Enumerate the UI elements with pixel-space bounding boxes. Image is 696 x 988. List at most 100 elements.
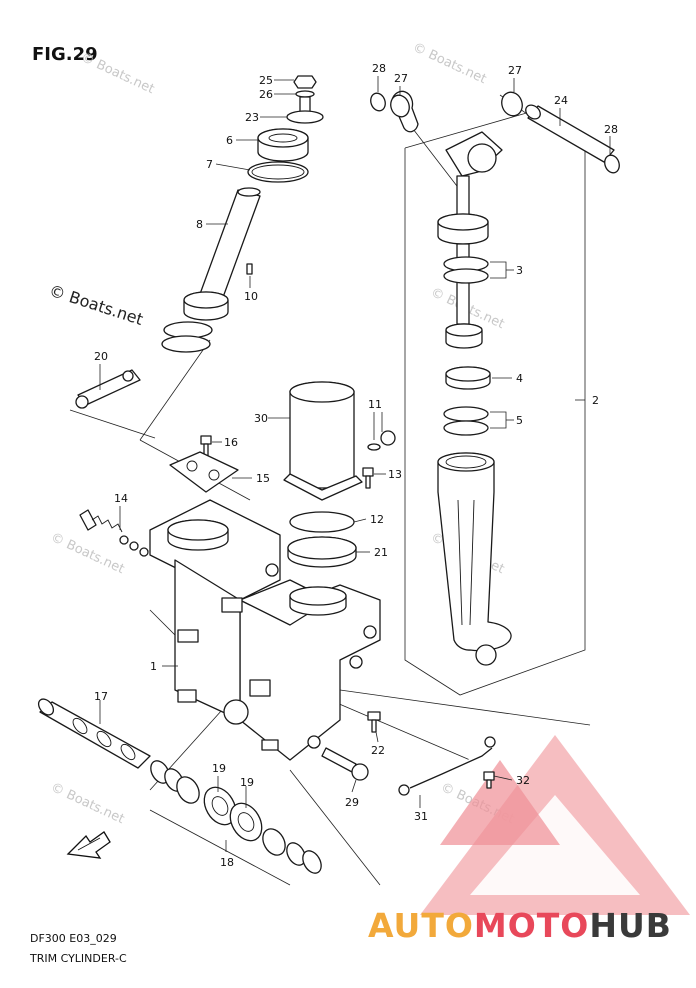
watermark-text: © Boats.net bbox=[48, 530, 126, 577]
part-17-shaft bbox=[37, 698, 151, 769]
part-23-flange bbox=[286, 110, 324, 124]
part-19-washer bbox=[203, 786, 237, 826]
callout-30: 30 bbox=[254, 412, 268, 425]
cylinder-body bbox=[437, 452, 512, 666]
part-18-seal bbox=[262, 828, 286, 856]
brand-wordmark: AUTOMOTOHUB bbox=[368, 906, 672, 945]
part-4-seal-top bbox=[445, 366, 491, 382]
callout-27-right: 27 bbox=[508, 64, 522, 77]
watermark-text: © Boats.net bbox=[78, 50, 156, 97]
callout-31: 31 bbox=[414, 810, 428, 823]
part-20-valve bbox=[75, 369, 141, 409]
part-25-nut bbox=[293, 75, 317, 89]
figure-title: FIG.29 bbox=[32, 44, 98, 65]
frame-outline bbox=[404, 111, 586, 696]
callout-29: 29 bbox=[345, 796, 359, 809]
part-10-pin bbox=[246, 263, 253, 275]
part-8-rod bbox=[183, 187, 261, 321]
part-28-ring-left bbox=[370, 92, 386, 112]
part-13-screw bbox=[362, 467, 374, 489]
part-9-oring bbox=[161, 335, 211, 353]
callout-19-left: 19 bbox=[212, 762, 226, 775]
part-21-ring bbox=[287, 536, 357, 568]
assembly-line bbox=[329, 699, 471, 761]
part-bolt-stack bbox=[286, 75, 324, 124]
assembly-line bbox=[409, 124, 461, 191]
part-22-screw bbox=[367, 711, 381, 733]
callout-32: 32 bbox=[516, 774, 530, 787]
watermark-text: © Boats.net bbox=[48, 780, 126, 827]
part-5-oring bbox=[443, 406, 489, 422]
part-7-oring-inner bbox=[251, 164, 305, 180]
part-7-oring bbox=[247, 161, 309, 183]
callout-11: 11 bbox=[368, 398, 382, 411]
callout-7: 7 bbox=[206, 158, 213, 171]
callout-28-left: 28 bbox=[372, 62, 386, 75]
callout-10: 10 bbox=[244, 290, 258, 303]
callout-3: 3 bbox=[516, 264, 523, 277]
part-29-bolt bbox=[321, 747, 369, 781]
brand-part-hub: HUB bbox=[589, 906, 672, 945]
part-15-plate bbox=[169, 451, 239, 493]
callout-5: 5 bbox=[516, 414, 523, 427]
assembly-line bbox=[289, 769, 381, 886]
logo-triangle-left bbox=[440, 760, 560, 845]
watermark-text: © Boats.net bbox=[47, 281, 146, 329]
watermark-text: © Boats.net bbox=[410, 40, 488, 87]
callout-17: 17 bbox=[94, 690, 108, 703]
callout-12: 12 bbox=[370, 513, 384, 526]
part-6-cap bbox=[257, 128, 309, 162]
callout-21: 21 bbox=[374, 546, 388, 559]
callout-14: 14 bbox=[114, 492, 128, 505]
part-27-bushing-right bbox=[501, 91, 523, 117]
part-1-housing bbox=[149, 499, 381, 761]
callout-1: 1 bbox=[150, 660, 157, 673]
callout-27-left: 27 bbox=[394, 72, 408, 85]
cylinder-assembly-frame bbox=[404, 111, 586, 696]
figure-code: DF300 E03_029 bbox=[30, 932, 117, 945]
callout-6: 6 bbox=[226, 134, 233, 147]
assembly-line bbox=[149, 809, 291, 886]
part-18-seal bbox=[176, 776, 200, 804]
part-14-valve bbox=[79, 509, 149, 557]
part-31-wire bbox=[398, 736, 496, 796]
callout-4: 4 bbox=[516, 372, 523, 385]
callout-2: 2 bbox=[592, 394, 599, 407]
callout-16: 16 bbox=[224, 436, 238, 449]
part-18-seal bbox=[302, 850, 322, 874]
part-18-19-seals bbox=[150, 760, 322, 874]
part-11-plug bbox=[367, 430, 396, 451]
callout-15: 15 bbox=[256, 472, 270, 485]
figure-name: TRIM CYLINDER-C bbox=[30, 952, 127, 965]
callout-13: 13 bbox=[388, 468, 402, 481]
callout-20: 20 bbox=[94, 350, 108, 363]
assembly-line bbox=[139, 339, 211, 441]
part-18-seal bbox=[286, 842, 306, 866]
callout-26: 26 bbox=[259, 88, 273, 101]
part-5-oring bbox=[443, 420, 489, 436]
callout-19-right: 19 bbox=[240, 776, 254, 789]
part-30-reservoir bbox=[283, 381, 363, 501]
callout-22: 22 bbox=[371, 744, 385, 757]
callout-18: 18 bbox=[220, 856, 234, 869]
part-3-oring bbox=[443, 268, 489, 284]
brand-part-moto: MOTO bbox=[474, 906, 589, 945]
part-28-ring-right bbox=[604, 154, 620, 174]
callout-labels: 25 26 23 6 7 8 10 20 16 15 14 1 30 11 13… bbox=[94, 62, 618, 869]
brand-part-auto: AUTO bbox=[368, 906, 474, 945]
part-12-oring bbox=[289, 511, 355, 533]
cylinder-rod bbox=[437, 131, 503, 349]
fwd-arrow-icon bbox=[66, 831, 111, 859]
leader-lines bbox=[99, 76, 611, 852]
callout-8: 8 bbox=[196, 218, 203, 231]
callout-25: 25 bbox=[259, 74, 273, 87]
part-19-washer bbox=[229, 802, 263, 842]
part-27-bushing-left bbox=[390, 90, 419, 133]
callout-28-right: 28 bbox=[604, 123, 618, 136]
assembly-line bbox=[339, 689, 591, 726]
callout-23: 23 bbox=[245, 111, 259, 124]
part-24-pin bbox=[525, 104, 615, 163]
part-26-washer bbox=[295, 90, 315, 98]
